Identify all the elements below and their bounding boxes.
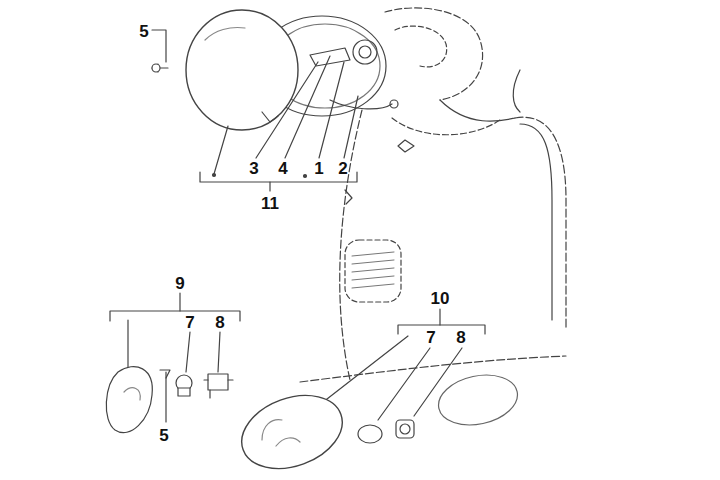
turn-signal-lens <box>106 367 152 433</box>
callout-number: 3 <box>249 160 258 177</box>
callout-number: 1 <box>314 160 323 177</box>
leader-dot <box>213 174 216 177</box>
shield-outline <box>340 110 362 380</box>
vent-hatching <box>352 252 394 288</box>
body-outline <box>385 8 483 100</box>
bulb-socket <box>353 40 377 64</box>
screw <box>152 64 168 72</box>
group-bracket <box>398 325 485 334</box>
wire-connector <box>390 100 398 108</box>
lens-shine <box>262 420 282 440</box>
turn-signal-lens <box>232 382 353 480</box>
headlight-lens <box>186 10 298 130</box>
bulb-socket <box>208 374 228 390</box>
leader-line <box>318 336 408 406</box>
body-outline <box>440 100 515 121</box>
body-outline <box>513 70 520 112</box>
body-outline <box>300 356 566 382</box>
bulb-socket <box>400 424 410 434</box>
callout-number: 5 <box>159 427 168 444</box>
bulb-socket <box>204 380 233 398</box>
group-bracket <box>269 182 270 191</box>
callout-number: 2 <box>338 160 347 177</box>
body-outline <box>395 26 447 67</box>
group-bracket <box>179 293 180 311</box>
callout-number: 10 <box>431 290 450 307</box>
fender-outline <box>520 124 552 320</box>
group-bracket <box>439 309 440 325</box>
callout-number: 8 <box>215 314 224 331</box>
leader-line <box>214 126 228 174</box>
bulb-socket <box>359 46 371 58</box>
leader-line <box>218 332 220 372</box>
body-detail <box>398 140 414 152</box>
leader-line <box>127 320 128 368</box>
bulb <box>358 425 382 443</box>
leader-line <box>152 30 166 62</box>
bulb-socket <box>396 420 414 438</box>
lens-shine <box>124 388 140 400</box>
leader-line <box>378 348 430 420</box>
turn-signal-housing <box>434 368 522 432</box>
callout-number: 9 <box>175 275 184 292</box>
callout-number: 11 <box>261 195 279 212</box>
screw <box>160 370 170 378</box>
leader-line <box>165 372 166 422</box>
callout-number: 7 <box>185 314 194 331</box>
callout-number: 4 <box>278 160 287 177</box>
vent-grille <box>345 240 401 302</box>
leader-line <box>186 332 190 372</box>
leader-dot <box>304 175 307 178</box>
lens-shine <box>276 438 300 446</box>
lens-shine <box>205 28 245 41</box>
leader-line <box>344 96 358 158</box>
callout-number: 5 <box>139 23 148 40</box>
fender-outline <box>515 117 566 330</box>
bulb-base <box>178 388 190 396</box>
leader-line <box>256 62 318 158</box>
body-detail <box>345 190 352 204</box>
screw <box>152 64 160 72</box>
lens-tab <box>262 112 278 122</box>
callout-number: 7 <box>426 329 435 346</box>
leader-line <box>319 62 344 158</box>
wire <box>330 100 392 109</box>
callout-number: 8 <box>456 329 465 346</box>
